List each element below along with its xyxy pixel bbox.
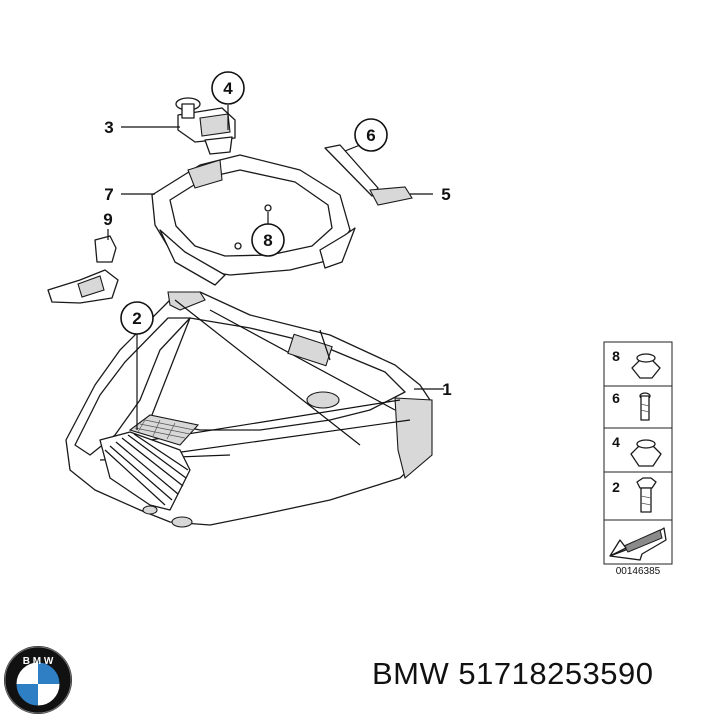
- tray-insert-part: [151, 154, 356, 286]
- bmw-logo: B M W: [4, 646, 72, 714]
- callout-5: 5: [441, 185, 450, 204]
- screw-icon: [639, 392, 651, 421]
- callout-1: 1: [442, 380, 451, 399]
- callout-9-label: 9: [103, 210, 112, 229]
- hex-nut-icon: [631, 353, 661, 379]
- legend-item-8-label: 8: [612, 348, 620, 364]
- callout-3: 3: [104, 118, 113, 137]
- callout-4: 4: [211, 71, 245, 105]
- callout-7: 7: [104, 185, 113, 204]
- callout-7-label: 7: [104, 185, 113, 204]
- logo-lettering: B M W: [23, 656, 54, 667]
- bolt-icon: [636, 477, 657, 513]
- legend-item-6-label: 6: [612, 390, 620, 406]
- flange-nut-icon: [630, 439, 662, 467]
- callout-8: 8: [251, 223, 285, 257]
- latch-part: [175, 97, 236, 155]
- drawing-number: 00146385: [616, 566, 661, 577]
- callout-6: 6: [354, 118, 388, 152]
- handle-strap-part: [324, 144, 413, 206]
- callout-2: 2: [120, 301, 154, 335]
- luggage-tray-part: [65, 291, 433, 528]
- legend-item-2-label: 2: [612, 479, 620, 495]
- callout-5-label: 5: [441, 185, 450, 204]
- callout-9: 9: [103, 210, 112, 229]
- fastener-legend: 8 6 4 2 00146385: [603, 341, 673, 577]
- callout-6-label: 6: [366, 126, 375, 145]
- grille-hatching: [134, 419, 195, 440]
- callout-1-label: 1: [442, 380, 451, 399]
- ribbed-front-edge: [99, 431, 191, 511]
- callout-4-label: 4: [223, 79, 233, 98]
- callout-8-label: 8: [263, 231, 272, 250]
- callout-2-label: 2: [132, 309, 141, 328]
- direction-arrow-icon: [609, 527, 667, 561]
- part-number-label: BMW 51718253590: [372, 656, 654, 691]
- clip-bracket-part: [47, 235, 119, 304]
- callout-3-label: 3: [104, 118, 113, 137]
- legend-item-4-label: 4: [612, 434, 620, 450]
